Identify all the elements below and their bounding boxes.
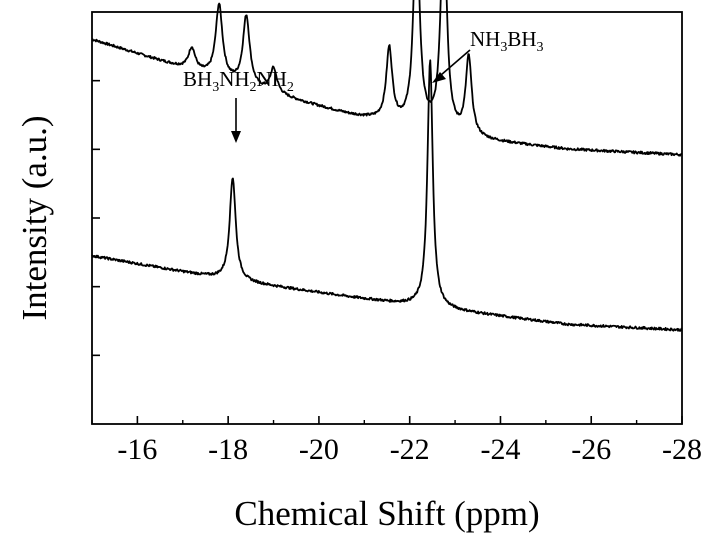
spectrum-line-1 <box>91 0 683 157</box>
x-tick-label: -28 <box>662 433 702 466</box>
arrow-head-icon <box>231 131 241 143</box>
y-axis-title: Intensity (a.u.) <box>15 115 54 320</box>
x-tick-label: -22 <box>390 433 430 466</box>
spectra <box>91 0 683 332</box>
x-tick-label: -20 <box>299 433 339 466</box>
annotation-arrow-nh3bh3 <box>440 49 471 76</box>
tick-marks <box>91 79 683 424</box>
x-tick-label: -24 <box>480 433 520 466</box>
arrow-head-icon <box>432 72 446 83</box>
x-tick-label: -18 <box>208 433 248 466</box>
x-axis-title: Chemical Shift (ppm) <box>234 494 539 533</box>
x-tick-label: -16 <box>117 433 157 466</box>
annotation-label-bh3nh2nh2: BH3NH2NH2 <box>183 67 294 95</box>
x-tick-label: -26 <box>571 433 611 466</box>
annotation-nh3bh3: NH3BH3 <box>432 27 544 83</box>
annotation-bh3nh2nh2: BH3NH2NH2 <box>183 67 294 143</box>
annotation-label-nh3bh3: NH3BH3 <box>470 27 544 55</box>
spectrum-line-2 <box>91 59 683 332</box>
plot-frame <box>91 11 683 425</box>
x-tick-labels: -16 -18 -20 -22 -24 -26 -28 <box>117 433 702 466</box>
